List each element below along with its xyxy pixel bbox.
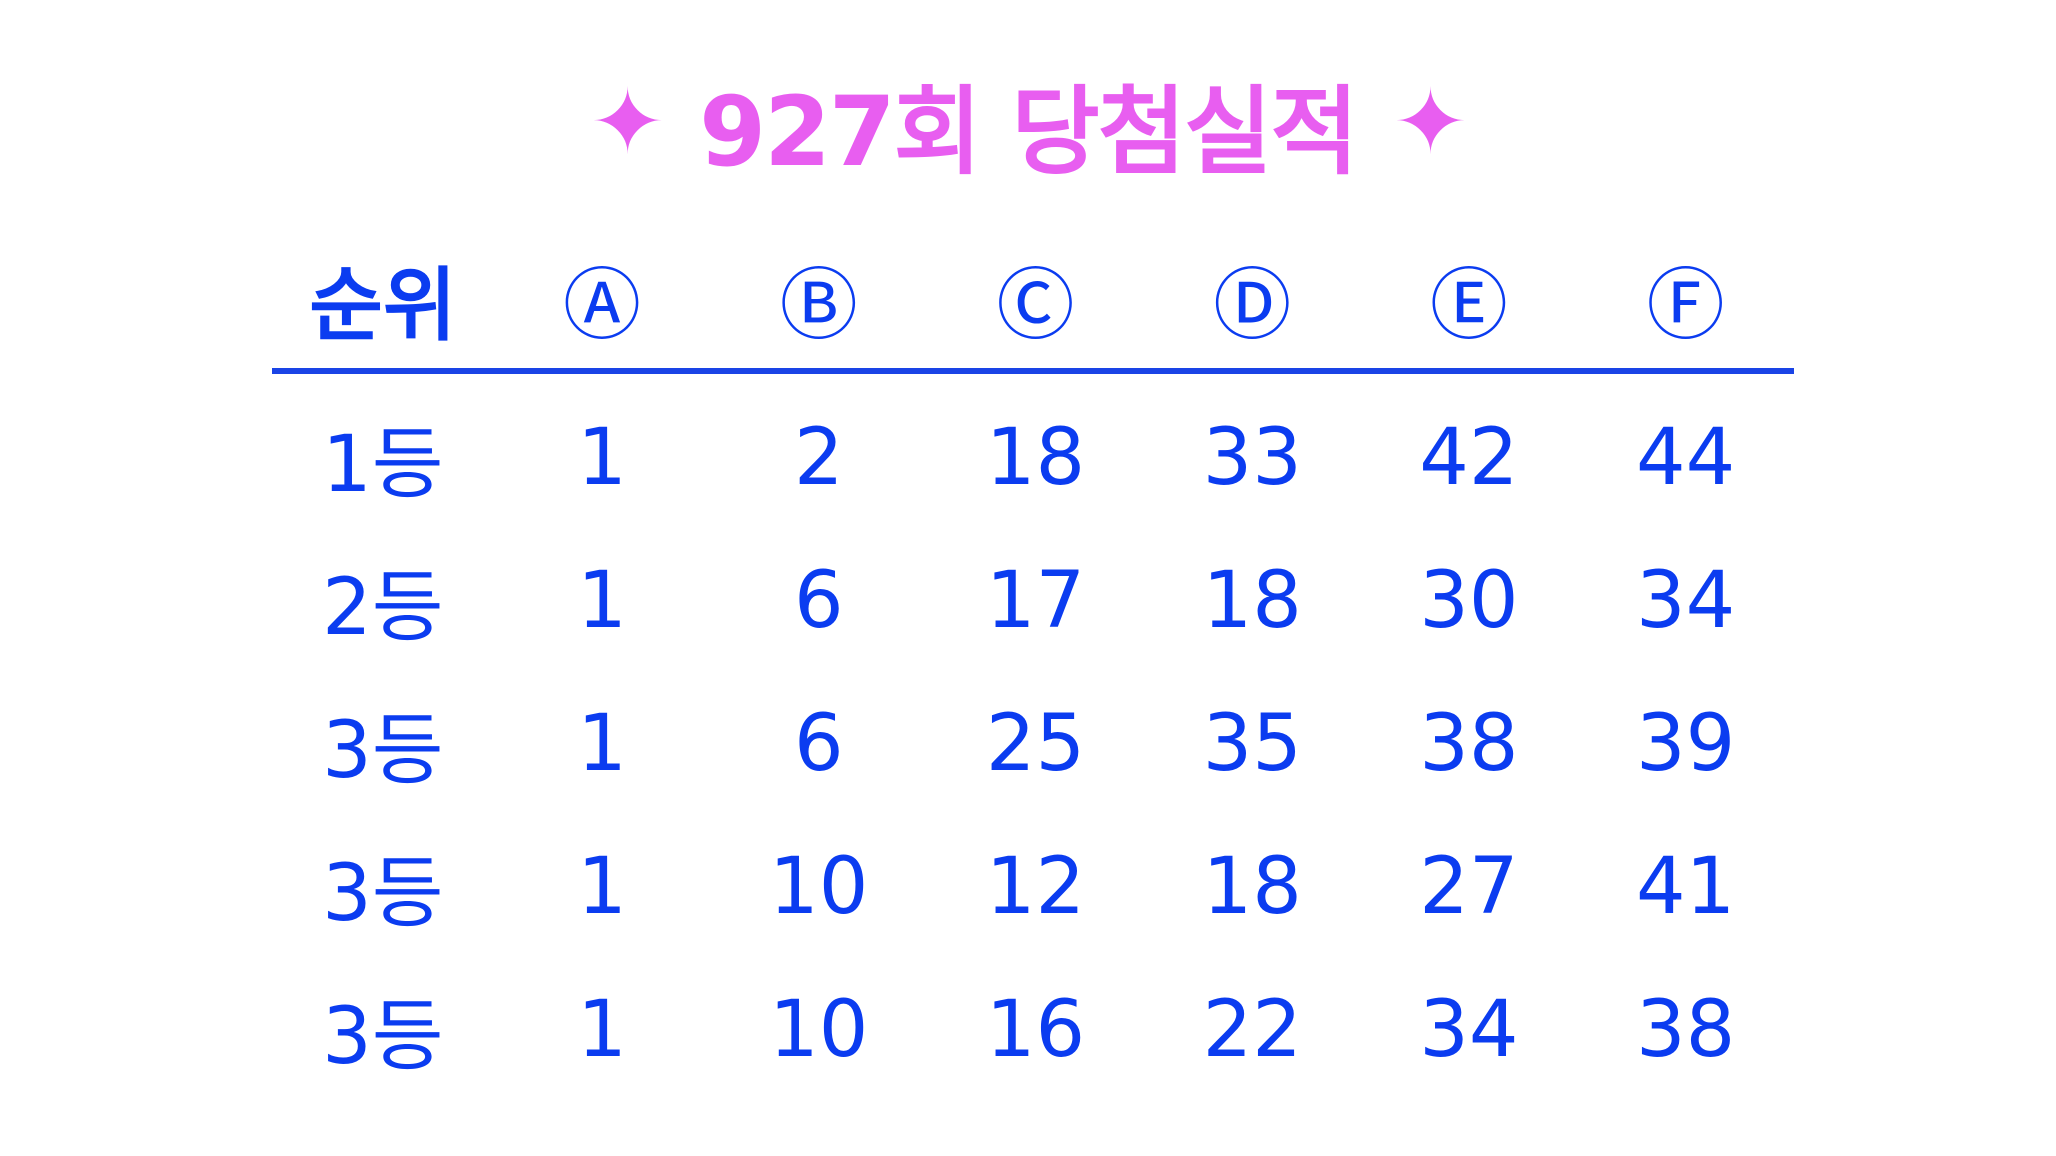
table-row: 3등 1 6 25 35 38 39 bbox=[272, 672, 1794, 815]
table-body: 1등 1 2 18 33 42 44 2등 1 6 17 18 30 34 3등… bbox=[272, 386, 1794, 1101]
rank-cell: 3등 bbox=[322, 991, 444, 1082]
header-col-e: Ⓔ bbox=[1429, 261, 1508, 351]
header-col-f: Ⓕ bbox=[1646, 261, 1725, 351]
page-title: ✦ 927회 당첨실적 ✦ bbox=[0, 58, 2056, 188]
number-cell: 6 bbox=[793, 555, 844, 646]
header-col-b: Ⓑ bbox=[779, 261, 858, 351]
table-row: 2등 1 6 17 18 30 34 bbox=[272, 529, 1794, 672]
number-cell: 6 bbox=[793, 698, 844, 789]
number-cell: 1 bbox=[577, 698, 627, 789]
number-cell: 33 bbox=[1202, 412, 1302, 503]
number-cell: 1 bbox=[577, 412, 627, 503]
header-col-a: Ⓐ bbox=[563, 261, 642, 351]
results-table: 순위 Ⓐ Ⓑ Ⓒ Ⓓ Ⓔ Ⓕ 1등 1 2 18 33 42 44 2등 1 6… bbox=[272, 230, 1794, 1101]
number-cell: 41 bbox=[1636, 841, 1736, 932]
number-cell: 18 bbox=[1202, 841, 1302, 932]
rank-cell: 1등 bbox=[322, 419, 444, 510]
number-cell: 1 bbox=[577, 841, 627, 932]
number-cell: 34 bbox=[1419, 984, 1519, 1075]
number-cell: 10 bbox=[769, 841, 869, 932]
table-row: 1등 1 2 18 33 42 44 bbox=[272, 386, 1794, 529]
header-col-c: Ⓒ bbox=[996, 261, 1075, 351]
number-cell: 34 bbox=[1636, 555, 1736, 646]
number-cell: 2 bbox=[793, 412, 844, 503]
title-text: 927회 당첨실적 bbox=[699, 75, 1358, 188]
number-cell: 18 bbox=[985, 412, 1086, 503]
number-cell: 30 bbox=[1419, 555, 1519, 646]
number-cell: 1 bbox=[577, 555, 627, 646]
number-cell: 12 bbox=[985, 841, 1086, 932]
header-rank: 순위 bbox=[309, 259, 457, 352]
number-cell: 22 bbox=[1202, 984, 1302, 1075]
number-cell: 18 bbox=[1202, 555, 1302, 646]
diamond-icon-left: ✦ bbox=[589, 70, 665, 175]
number-cell: 38 bbox=[1636, 984, 1736, 1075]
rank-cell: 2등 bbox=[322, 562, 444, 653]
number-cell: 17 bbox=[985, 555, 1086, 646]
number-cell: 1 bbox=[577, 984, 627, 1075]
number-cell: 44 bbox=[1636, 412, 1736, 503]
number-cell: 42 bbox=[1419, 412, 1519, 503]
number-cell: 16 bbox=[985, 984, 1086, 1075]
table-header-row: 순위 Ⓐ Ⓑ Ⓒ Ⓓ Ⓔ Ⓕ bbox=[272, 230, 1794, 374]
rank-cell: 3등 bbox=[322, 705, 444, 796]
number-cell: 27 bbox=[1419, 841, 1519, 932]
number-cell: 38 bbox=[1419, 698, 1519, 789]
header-col-d: Ⓓ bbox=[1213, 261, 1292, 351]
table-row: 3등 1 10 16 22 34 38 bbox=[272, 958, 1794, 1101]
number-cell: 10 bbox=[769, 984, 869, 1075]
number-cell: 39 bbox=[1636, 698, 1736, 789]
number-cell: 25 bbox=[985, 698, 1086, 789]
rank-cell: 3등 bbox=[322, 848, 444, 939]
diamond-icon-right: ✦ bbox=[1392, 70, 1468, 175]
table-row: 3등 1 10 12 18 27 41 bbox=[272, 815, 1794, 958]
number-cell: 35 bbox=[1202, 698, 1302, 789]
